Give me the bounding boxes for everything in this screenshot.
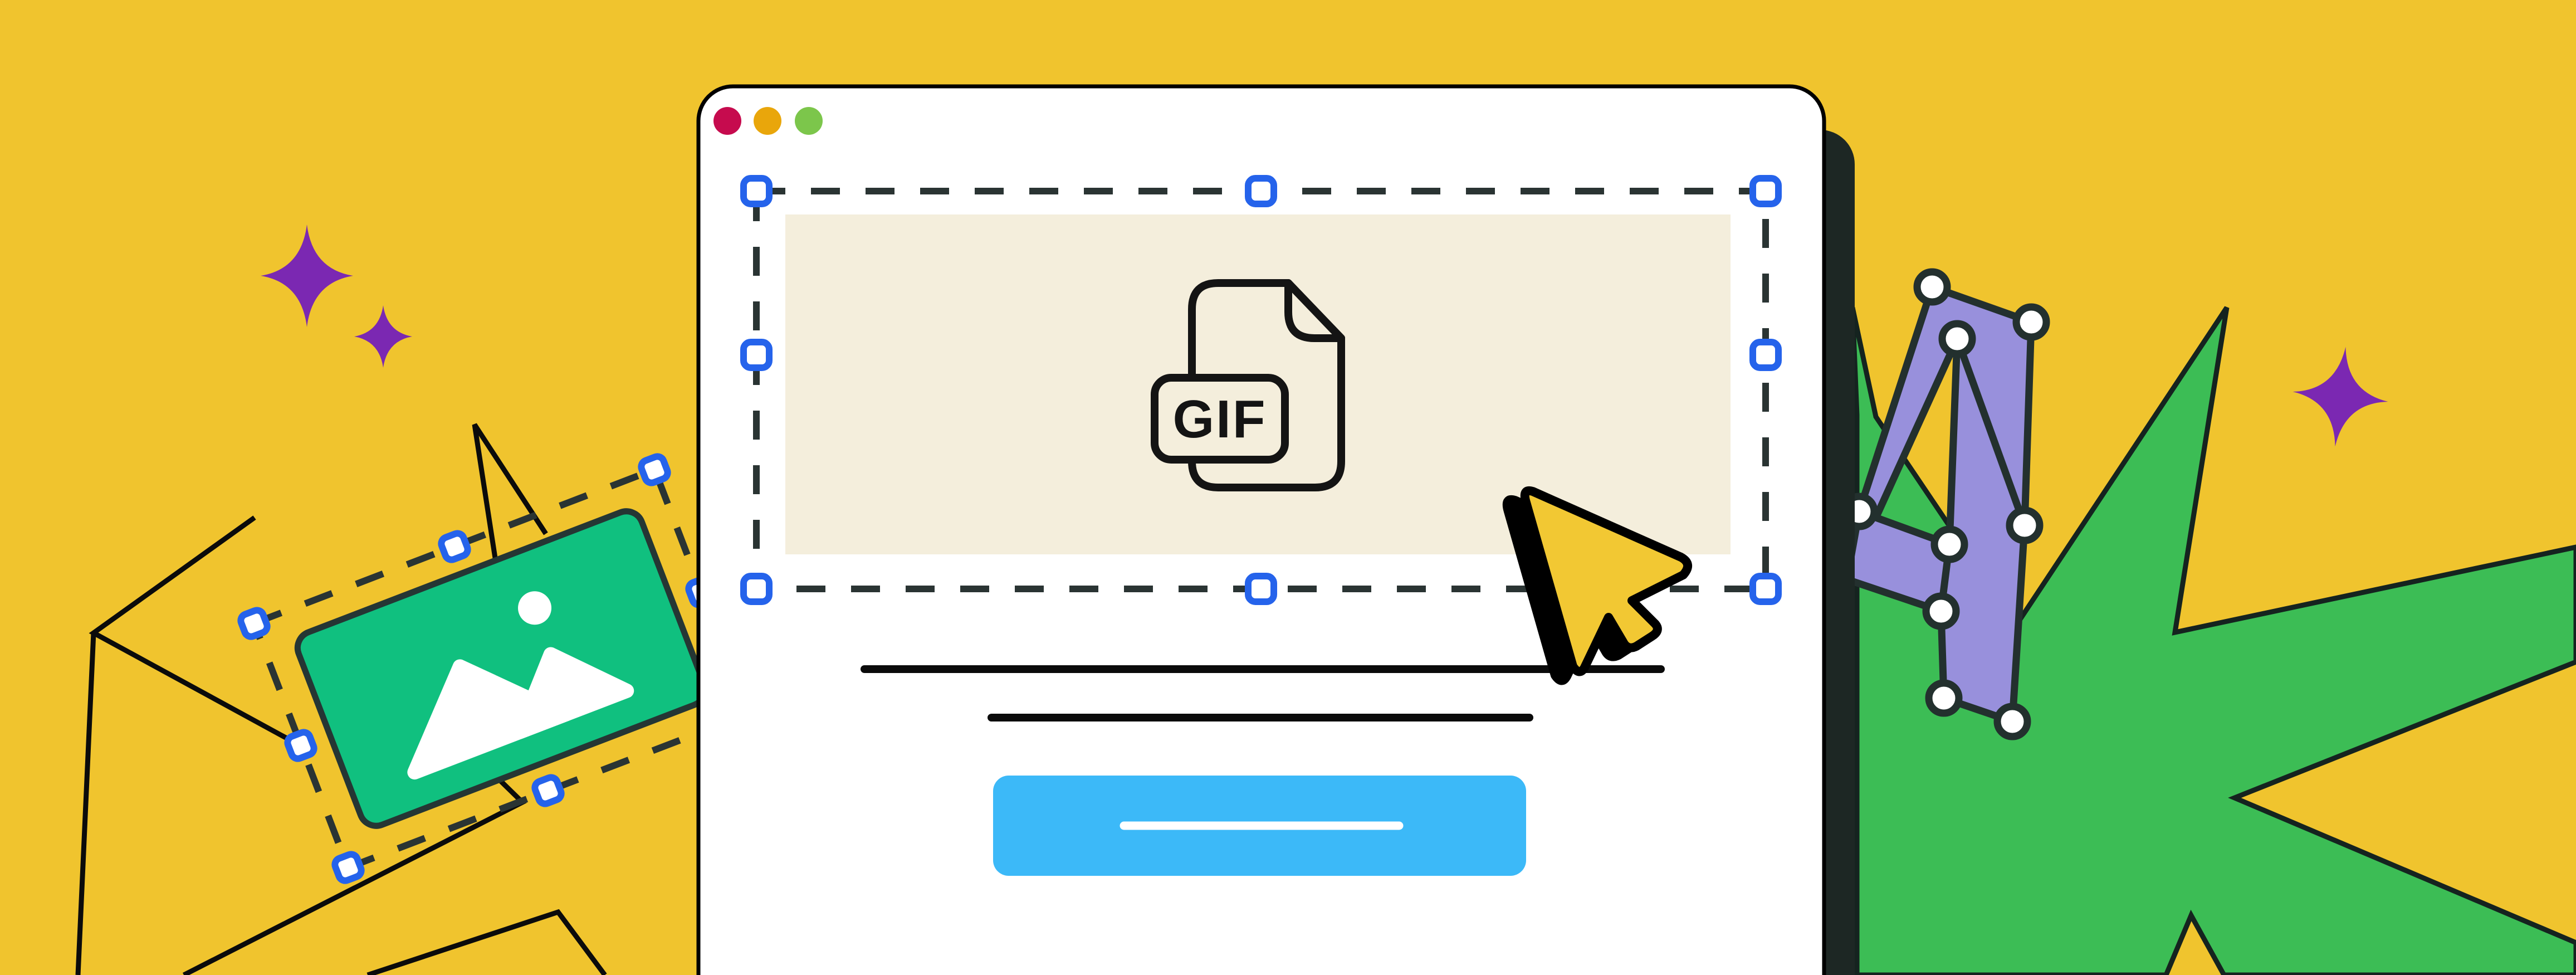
selection-handle[interactable] [740, 573, 773, 605]
anchor-point [1993, 703, 2031, 740]
anchor-point [1922, 592, 1960, 630]
four-anchor-points[interactable] [1840, 268, 2050, 740]
selection-handle[interactable] [638, 453, 671, 486]
image-icon-mountains [512, 647, 634, 739]
anchor-point [2006, 506, 2044, 544]
image-icon [407, 591, 634, 780]
selection-handle[interactable] [1245, 175, 1277, 207]
cursor-arrow [1520, 486, 1692, 676]
selection-handle[interactable] [331, 851, 365, 884]
cursor-icon [1502, 486, 1692, 685]
selection-handle[interactable] [531, 774, 565, 807]
card-body [294, 508, 708, 829]
anchor-point [1938, 320, 1976, 358]
line-art-spike [75, 632, 96, 975]
selection-handle[interactable] [1749, 339, 1782, 371]
selection-handle[interactable] [284, 729, 317, 762]
number-four-shape[interactable] [1840, 268, 2050, 740]
selection-handle[interactable] [1749, 573, 1782, 605]
line-art-spike [472, 423, 548, 562]
gif-label: GIF [1173, 389, 1267, 449]
traffic-light-zoom[interactable] [795, 107, 823, 135]
gif-file-icon [1151, 279, 1345, 491]
selection-handle[interactable] [1245, 573, 1277, 605]
line-art-spike [366, 909, 607, 975]
gif-badge [1151, 374, 1289, 464]
traffic-light-minimize[interactable] [754, 107, 781, 135]
gif-document-fold [1284, 279, 1345, 342]
sparkle-icon [2293, 347, 2388, 447]
traffic-light-close[interactable] [713, 107, 741, 135]
anchor-point [1930, 525, 1968, 563]
sparkle-icon [261, 225, 353, 327]
selection-handle[interactable] [438, 530, 471, 563]
starburst-shape [1850, 306, 2576, 975]
selection-handle[interactable] [1749, 175, 1782, 207]
image-icon-sun [518, 591, 552, 625]
anchor-point [2012, 303, 2050, 341]
image-card[interactable] [293, 506, 710, 831]
anchor-point [1925, 679, 1963, 717]
selection-handle[interactable] [740, 339, 773, 371]
anchor-point [1913, 268, 1951, 306]
selection-handle[interactable] [237, 607, 271, 640]
selection-handle[interactable] [740, 175, 773, 207]
sparkle-icon [354, 305, 412, 368]
